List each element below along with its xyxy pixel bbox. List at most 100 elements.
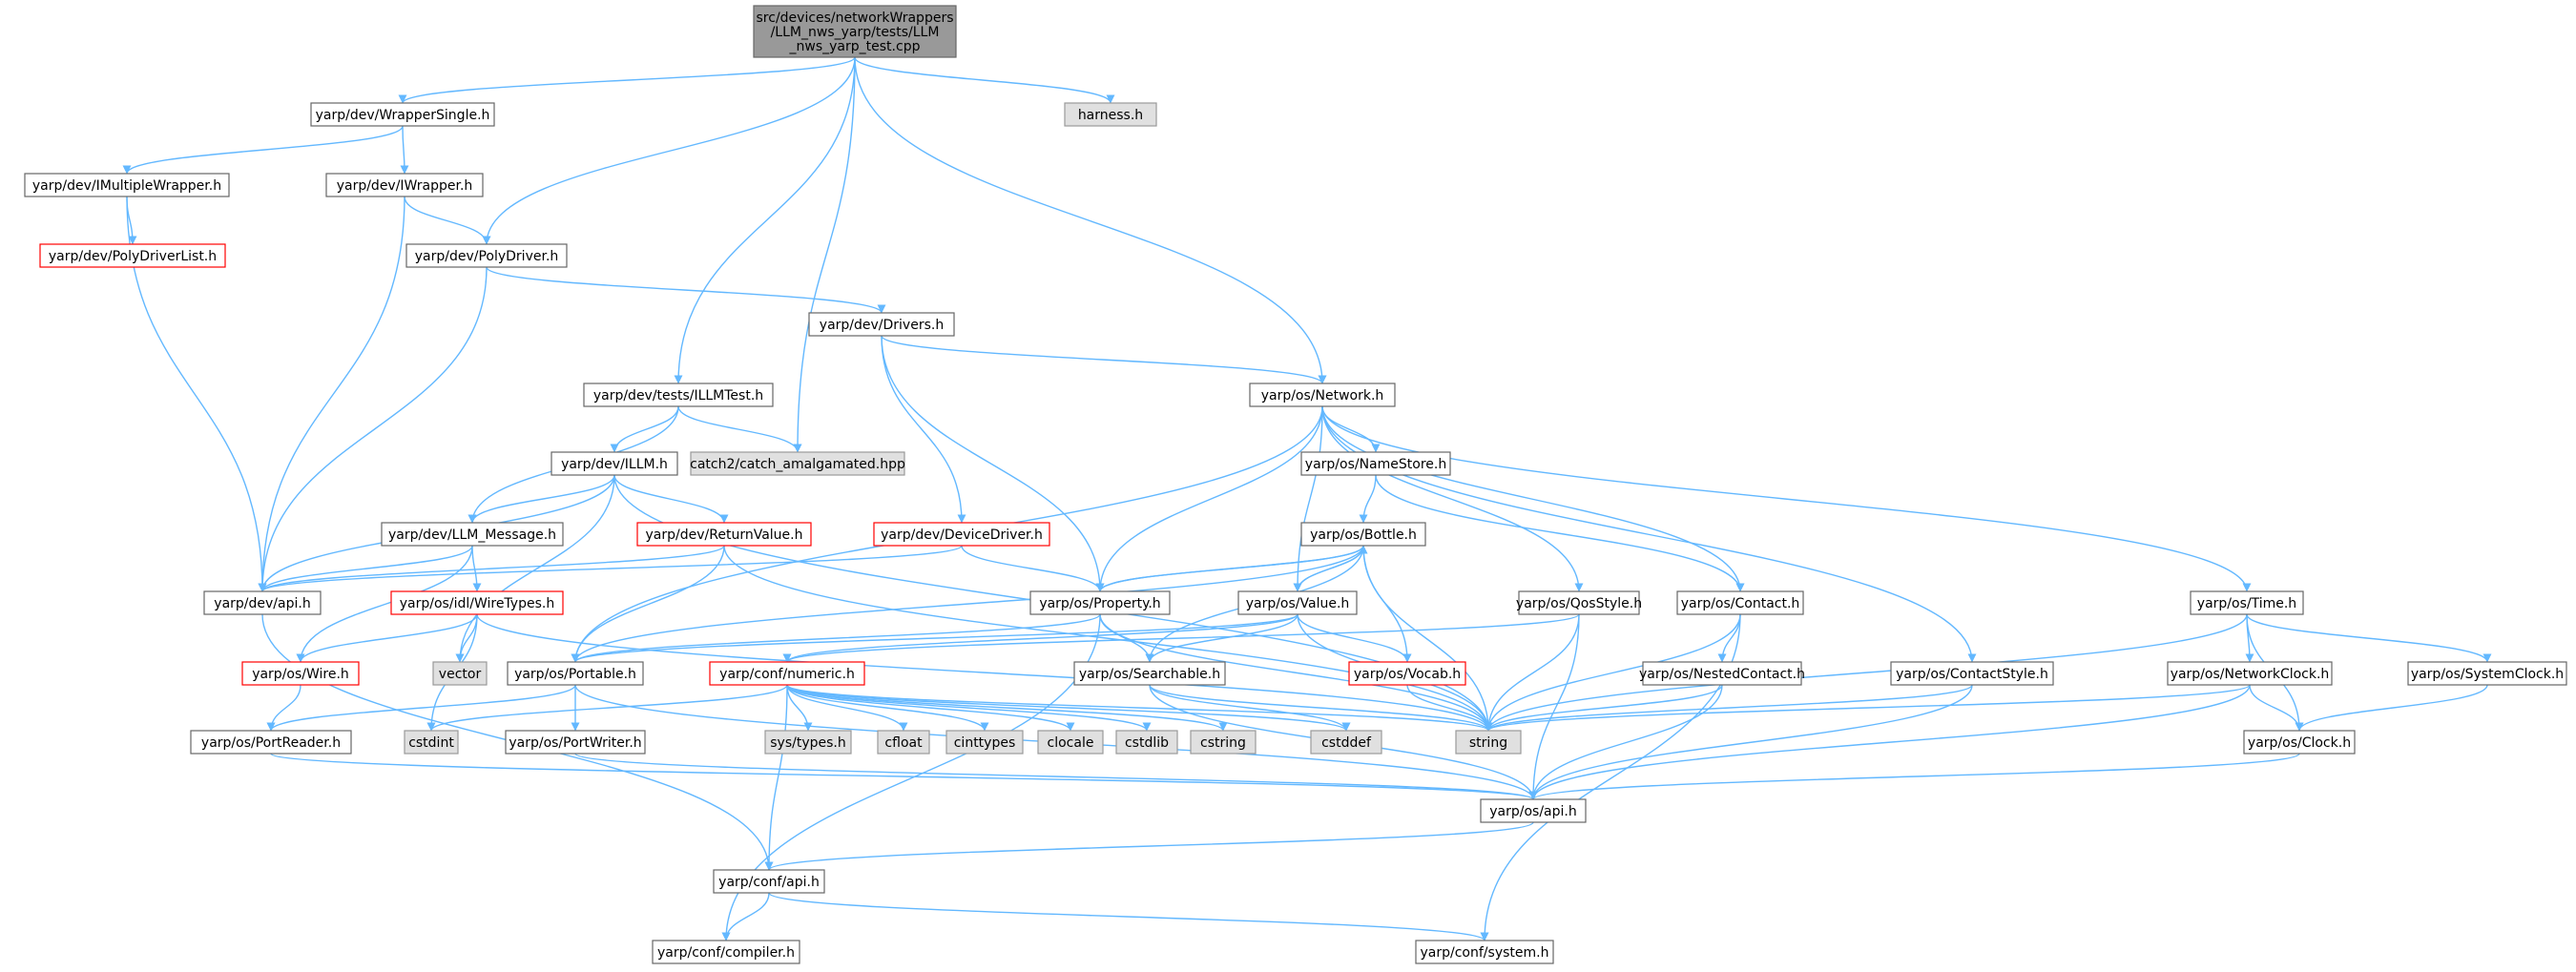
edge-wiretypes-to-string — [476, 613, 1493, 732]
node-label: yarp/conf/compiler.h — [657, 945, 795, 961]
node-label: yarp/dev/ReturnValue.h — [646, 527, 803, 543]
node-portwriter[interactable]: yarp/os/PortWriter.h — [505, 730, 646, 755]
node-devapi[interactable]: yarp/dev/api.h — [203, 590, 322, 615]
node-wrappersingle[interactable]: yarp/dev/WrapperSingle.h — [310, 102, 495, 127]
node-systemclock[interactable]: yarp/os/SystemClock.h — [2407, 661, 2567, 686]
node-box-time — [2190, 590, 2304, 615]
node-label: yarp/os/PortReader.h — [201, 735, 341, 751]
node-label: yarp/dev/PolyDriverList.h — [49, 249, 217, 264]
node-polydriverlist[interactable]: yarp/dev/PolyDriverList.h — [39, 243, 226, 268]
node-vocab[interactable]: yarp/os/Vocab.h — [1348, 661, 1466, 686]
edge-osapi-to-confapi — [764, 821, 1534, 871]
node-devicedriver[interactable]: yarp/dev/DeviceDriver.h — [873, 522, 1050, 547]
node-illmtest[interactable]: yarp/dev/tests/ILLMTest.h — [583, 383, 774, 407]
node-illm[interactable]: yarp/dev/ILLM.h — [551, 451, 678, 476]
node-label: yarp/dev/IMultipleWrapper.h — [32, 178, 221, 194]
node-box-illm — [551, 451, 678, 476]
node-box-namestore — [1300, 451, 1451, 476]
node-cstring: cstring — [1190, 730, 1257, 755]
node-portreader[interactable]: yarp/os/PortReader.h — [190, 730, 352, 755]
node-network[interactable]: yarp/os/Network.h — [1249, 383, 1396, 407]
node-qosstyle[interactable]: yarp/os/QosStyle.h — [1516, 590, 1642, 615]
node-iwrapper[interactable]: yarp/dev/IWrapper.h — [325, 173, 484, 197]
edge-network-to-contact — [1321, 405, 1745, 592]
node-box-illmtest — [583, 383, 774, 407]
node-drivers[interactable]: yarp/dev/Drivers.h — [808, 312, 955, 337]
node-root[interactable]: src/devices/networkWrappers/LLM_nws_yarp… — [753, 5, 957, 58]
node-label: yarp/os/QosStyle.h — [1516, 596, 1642, 611]
node-harness: harness.h — [1064, 102, 1157, 127]
node-label: cstdint — [408, 735, 454, 751]
edge-wire-to-portreader — [266, 684, 301, 732]
node-osapi[interactable]: yarp/os/api.h — [1480, 798, 1587, 823]
edge-llmmessage-to-devapi — [258, 545, 473, 592]
node-label: yarp/dev/Drivers.h — [820, 318, 944, 333]
node-label: yarp/os/ContactStyle.h — [1896, 667, 2048, 682]
node-box-cstdint — [404, 730, 459, 755]
node-box-system — [1415, 940, 1554, 964]
edge-portreader-to-osapi — [270, 753, 1538, 800]
node-returnvalue[interactable]: yarp/dev/ReturnValue.h — [636, 522, 812, 547]
node-box-vocab — [1348, 661, 1466, 686]
node-label: yarp/os/Property.h — [1039, 596, 1160, 611]
node-value[interactable]: yarp/os/Value.h — [1237, 590, 1358, 615]
node-box-systypes — [764, 730, 852, 755]
node-label: yarp/os/Vocab.h — [1354, 667, 1461, 682]
node-portable[interactable]: yarp/os/Portable.h — [507, 661, 644, 686]
node-property[interactable]: yarp/os/Property.h — [1029, 590, 1171, 615]
node-wiretypes[interactable]: yarp/os/idl/WireTypes.h — [390, 590, 564, 615]
node-nestedcontact[interactable]: yarp/os/NestedContact.h — [1639, 661, 1805, 686]
edge-contact-to-string — [1484, 613, 1741, 732]
node-label: yarp/os/PortWriter.h — [509, 735, 641, 751]
node-confapi[interactable]: yarp/conf/api.h — [713, 869, 825, 894]
node-label: yarp/os/SystemClock.h — [2411, 667, 2564, 682]
node-polydriver[interactable]: yarp/dev/PolyDriver.h — [405, 243, 568, 268]
edge-iwrapper-to-devapi — [258, 196, 405, 592]
edge-value-to-numeric — [782, 613, 1298, 663]
edge-numeric-to-cstdint — [426, 684, 788, 732]
edge-illm-to-llmmessage — [467, 474, 615, 524]
edge-property-to-bottle — [1099, 545, 1368, 592]
edge-networkclock-to-osapi — [1528, 684, 2251, 800]
node-contactstyle[interactable]: yarp/os/ContactStyle.h — [1890, 661, 2054, 686]
node-box-catch2 — [690, 451, 905, 476]
edge-root-to-catch2 — [793, 56, 856, 453]
node-box-imultiplewrapper — [24, 173, 230, 197]
edge-nestedcontact-to-string — [1484, 684, 1723, 732]
node-label: yarp/os/Value.h — [1246, 596, 1350, 611]
edge-root-to-polydriver — [482, 56, 856, 245]
node-imultiplewrapper[interactable]: yarp/dev/IMultipleWrapper.h — [24, 173, 230, 197]
node-searchable[interactable]: yarp/os/Searchable.h — [1073, 661, 1226, 686]
node-contact[interactable]: yarp/os/Contact.h — [1676, 590, 1804, 615]
node-bottle[interactable]: yarp/os/Bottle.h — [1300, 522, 1426, 547]
node-string: string — [1455, 730, 1522, 755]
edge-network-to-time — [1321, 405, 2252, 592]
edge-confapi-to-compiler — [721, 892, 770, 941]
node-namestore[interactable]: yarp/os/NameStore.h — [1300, 451, 1451, 476]
node-time[interactable]: yarp/os/Time.h — [2190, 590, 2304, 615]
edge-illm-to-vector — [455, 474, 615, 663]
edge-drivers-to-devicedriver — [881, 335, 966, 524]
edge-llmmessage-to-wire — [296, 545, 473, 663]
node-box-root — [753, 5, 957, 58]
node-system[interactable]: yarp/conf/system.h — [1415, 940, 1554, 964]
node-box-cstdlib — [1115, 730, 1178, 755]
node-box-devicedriver — [873, 522, 1050, 547]
edge-iwrapper-to-polydriver — [404, 196, 491, 245]
node-label: yarp/os/Time.h — [2197, 596, 2296, 611]
node-box-osapi — [1480, 798, 1587, 823]
node-networkclock[interactable]: yarp/os/NetworkClock.h — [2167, 661, 2333, 686]
edge-portable-to-portreader — [266, 684, 576, 732]
node-cstdint: cstdint — [404, 730, 459, 755]
edge-numeric-to-confapi — [764, 684, 788, 871]
node-cstdlib: cstdlib — [1115, 730, 1178, 755]
node-compiler[interactable]: yarp/conf/compiler.h — [652, 940, 800, 964]
node-clock[interactable]: yarp/os/Clock.h — [2243, 730, 2356, 755]
edge-value-to-searchable — [1145, 613, 1298, 663]
node-box-contactstyle — [1890, 661, 2054, 686]
node-wire[interactable]: yarp/os/Wire.h — [241, 661, 360, 686]
node-numeric[interactable]: yarp/conf/numeric.h — [709, 661, 865, 686]
node-box-property — [1029, 590, 1171, 615]
node-box-portreader — [190, 730, 352, 755]
node-llmmessage[interactable]: yarp/dev/LLM_Message.h — [381, 522, 564, 547]
